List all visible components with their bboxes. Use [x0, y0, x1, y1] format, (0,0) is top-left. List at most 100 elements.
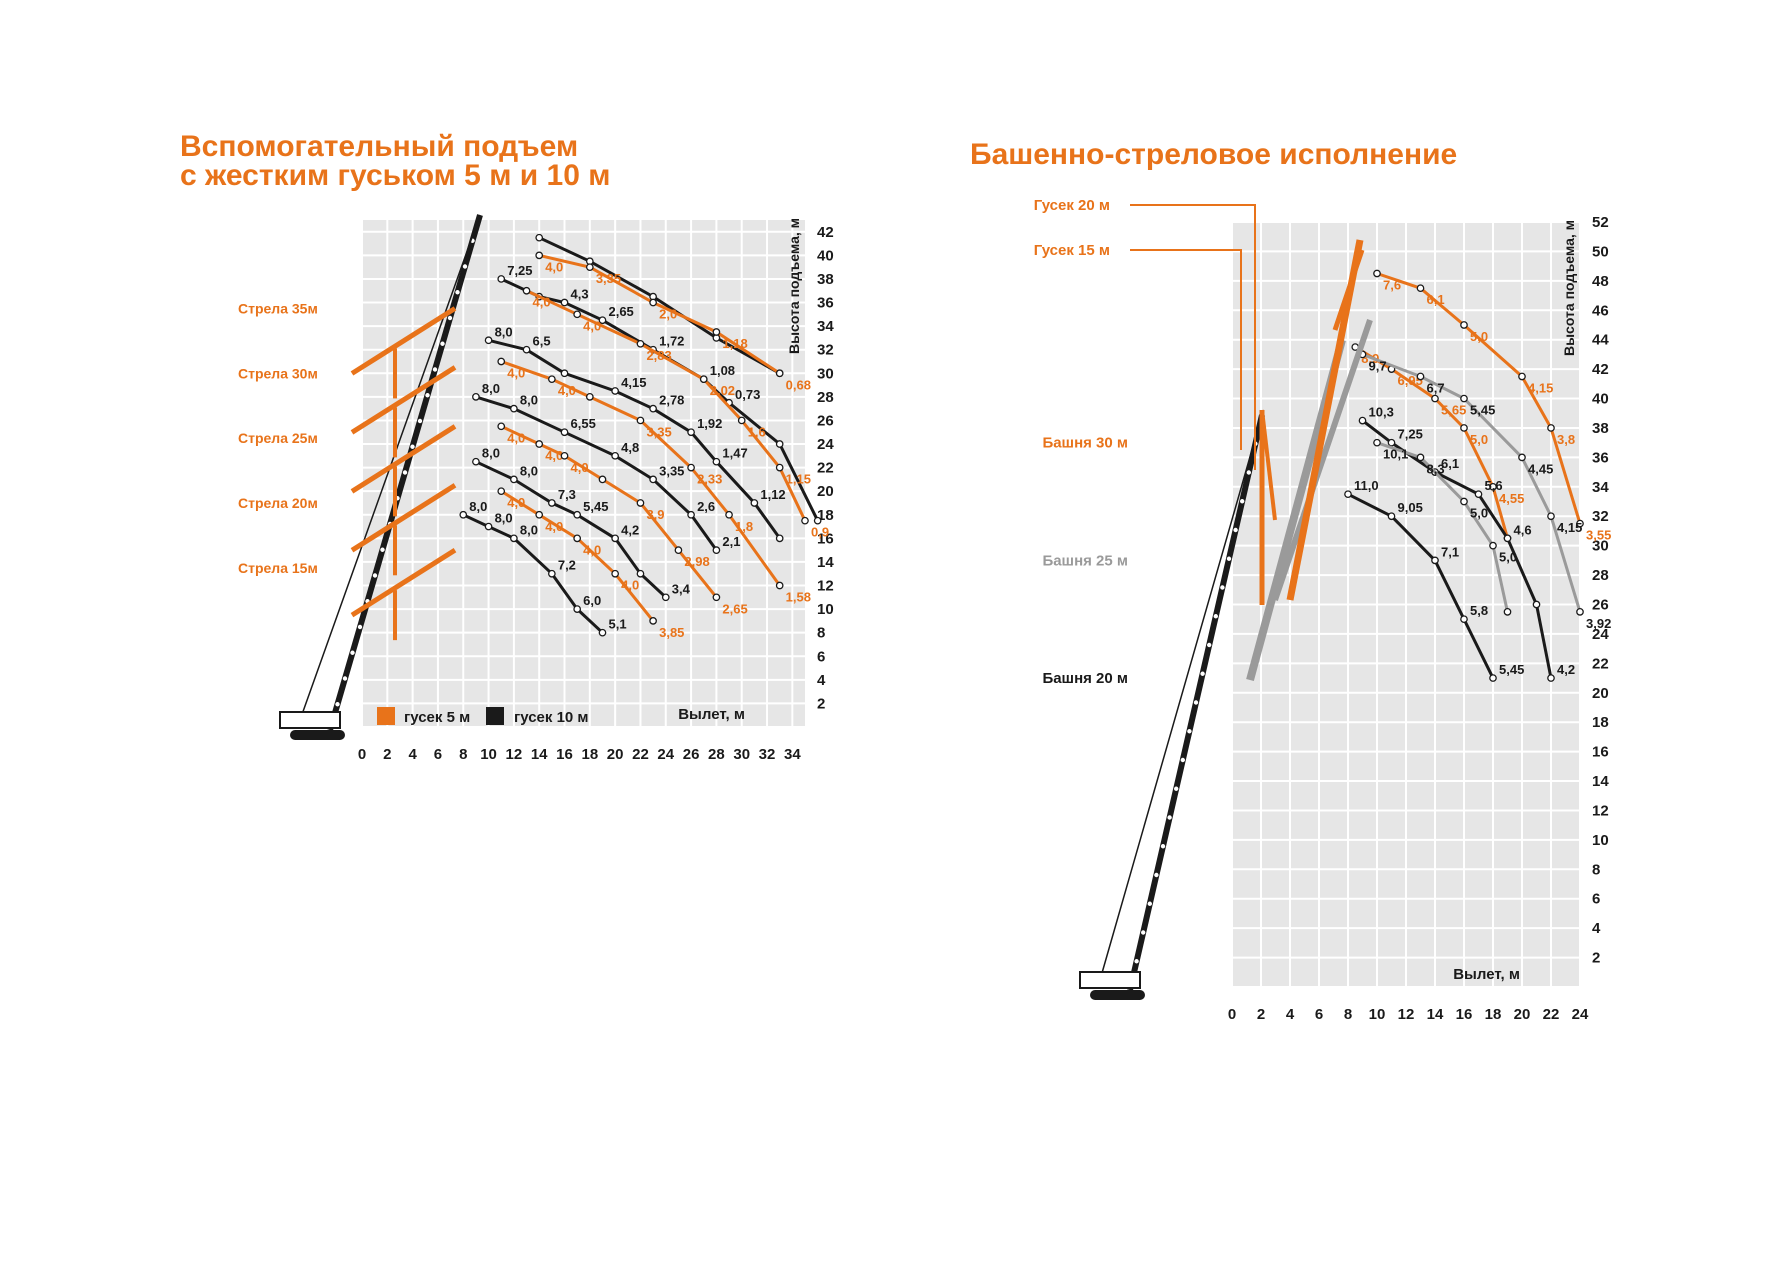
y-tick-label: 24 — [817, 436, 834, 453]
boom-lattice-hole — [1141, 930, 1146, 935]
boom-lattice-hole — [1246, 470, 1252, 475]
boom-lattice-hole — [1187, 729, 1192, 734]
data-label: 7,3 — [558, 487, 576, 502]
jib-orange — [350, 483, 457, 553]
data-label: 4,0 — [545, 259, 563, 274]
data-label: 4,45 — [1528, 461, 1553, 476]
boom-lattice-hole — [1147, 901, 1153, 906]
data-point — [497, 357, 506, 366]
data-label: 5,45 — [1499, 662, 1524, 677]
data-label: 1,47 — [722, 446, 747, 461]
boom-length-label: Стрела 20м — [238, 495, 318, 511]
data-label: 6,95 — [1398, 373, 1423, 388]
tower-height-label: Башня 30 м — [1042, 435, 1128, 452]
data-point — [1532, 600, 1541, 609]
boom-lattice-hole — [1226, 556, 1232, 561]
left-title-line-1: Вспомогательный подъем — [180, 130, 579, 163]
data-point — [560, 369, 569, 378]
data-point — [548, 375, 556, 384]
y-tick-label: 14 — [1592, 773, 1609, 790]
data-point — [687, 428, 695, 437]
data-label: 2,02 — [710, 383, 735, 398]
jib-orange — [350, 548, 457, 618]
data-point — [1358, 416, 1367, 425]
data-point — [1373, 438, 1381, 447]
data-label: 5,45 — [1470, 403, 1495, 418]
legend-swatch-orange — [377, 707, 395, 725]
data-label: 2,0 — [659, 307, 677, 322]
data-label: 8,0 — [469, 499, 487, 514]
x-tick-label: 2 — [1257, 1006, 1265, 1023]
x-tick-label: 32 — [759, 746, 776, 763]
data-label: 0,68 — [786, 377, 811, 392]
data-point — [737, 416, 746, 425]
data-label: 4,0 — [545, 519, 563, 534]
x-tick-label: 30 — [733, 746, 750, 763]
data-point — [535, 510, 544, 519]
boom-length-label: Стрела 15м — [238, 560, 318, 576]
boom-lattice-hole — [1207, 642, 1212, 648]
x-tick-label: 14 — [1427, 1006, 1444, 1023]
data-label: 1,18 — [722, 336, 747, 351]
jib-callout-line — [1130, 204, 1256, 470]
data-point — [560, 298, 569, 307]
data-point — [560, 428, 569, 437]
boom-lattice-hole — [1193, 700, 1199, 705]
data-label: 4,15 — [621, 375, 646, 390]
data-label: 5,45 — [583, 499, 608, 514]
data-point — [585, 393, 594, 401]
x-tick-label: 16 — [1456, 1006, 1473, 1023]
data-label: 3,35 — [596, 271, 621, 286]
y-tick-label: 40 — [1592, 391, 1609, 408]
data-point — [661, 593, 670, 602]
data-label: 8,0 — [482, 381, 500, 396]
x-axis-label: Вылет, м — [678, 706, 745, 723]
data-label: 1,6 — [748, 424, 766, 439]
data-label: 6,1 — [1441, 456, 1459, 471]
x-tick-label: 6 — [1315, 1006, 1323, 1023]
data-point — [636, 499, 645, 507]
data-label: 8,0 — [495, 511, 513, 526]
data-point — [1489, 674, 1497, 682]
data-label: 5,6 — [1485, 478, 1503, 493]
boom-lattice-hole — [1160, 844, 1166, 849]
series-line — [1376, 272, 1582, 525]
data-point — [636, 416, 645, 425]
y-tick-label: 28 — [817, 389, 834, 406]
data-point — [649, 404, 657, 413]
legend-swatch-black — [486, 707, 504, 725]
data-point — [1416, 372, 1425, 381]
data-point — [1460, 321, 1468, 329]
series-group: 4,03,352,01,180,687,254,32,651,721,080,7… — [459, 233, 829, 640]
data-label: 11,0 — [1354, 478, 1379, 493]
boom-lattice-hole — [1174, 786, 1179, 791]
jib-orange — [350, 365, 457, 435]
boom-lattice-hole — [462, 264, 468, 269]
data-point — [636, 569, 645, 578]
tower-height-label: Башня 25 м — [1042, 552, 1128, 569]
jib-callout-label: Гусек 15 м — [1034, 242, 1110, 259]
y-tick-label: 10 — [817, 601, 834, 618]
x-tick-label: 12 — [506, 746, 523, 763]
y-tick-label: 6 — [1592, 891, 1600, 908]
data-point — [687, 510, 695, 519]
x-tick-label: 22 — [632, 746, 649, 763]
right-chart-title: Башенно-стреловое исполнение — [970, 138, 1458, 171]
x-tick-label: 24 — [1572, 1006, 1589, 1023]
boom-lattice-hole — [432, 367, 438, 372]
x-tick-label: 18 — [581, 746, 598, 763]
data-label: 4,0 — [507, 365, 525, 380]
y-tick-label: 6 — [817, 648, 825, 665]
legend-label-10m: гусек 10 м — [514, 709, 589, 726]
y-tick-label: 48 — [1592, 273, 1609, 290]
data-point — [1576, 519, 1584, 528]
data-label: 4,0 — [571, 460, 589, 475]
data-point — [1547, 674, 1555, 682]
data-point — [775, 581, 784, 590]
data-point — [611, 569, 619, 578]
data-point — [1474, 490, 1483, 499]
data-point — [775, 463, 784, 472]
data-label: 2,65 — [608, 304, 633, 319]
y-tick-label: 12 — [1592, 802, 1609, 819]
jib-sketches — [350, 306, 457, 641]
